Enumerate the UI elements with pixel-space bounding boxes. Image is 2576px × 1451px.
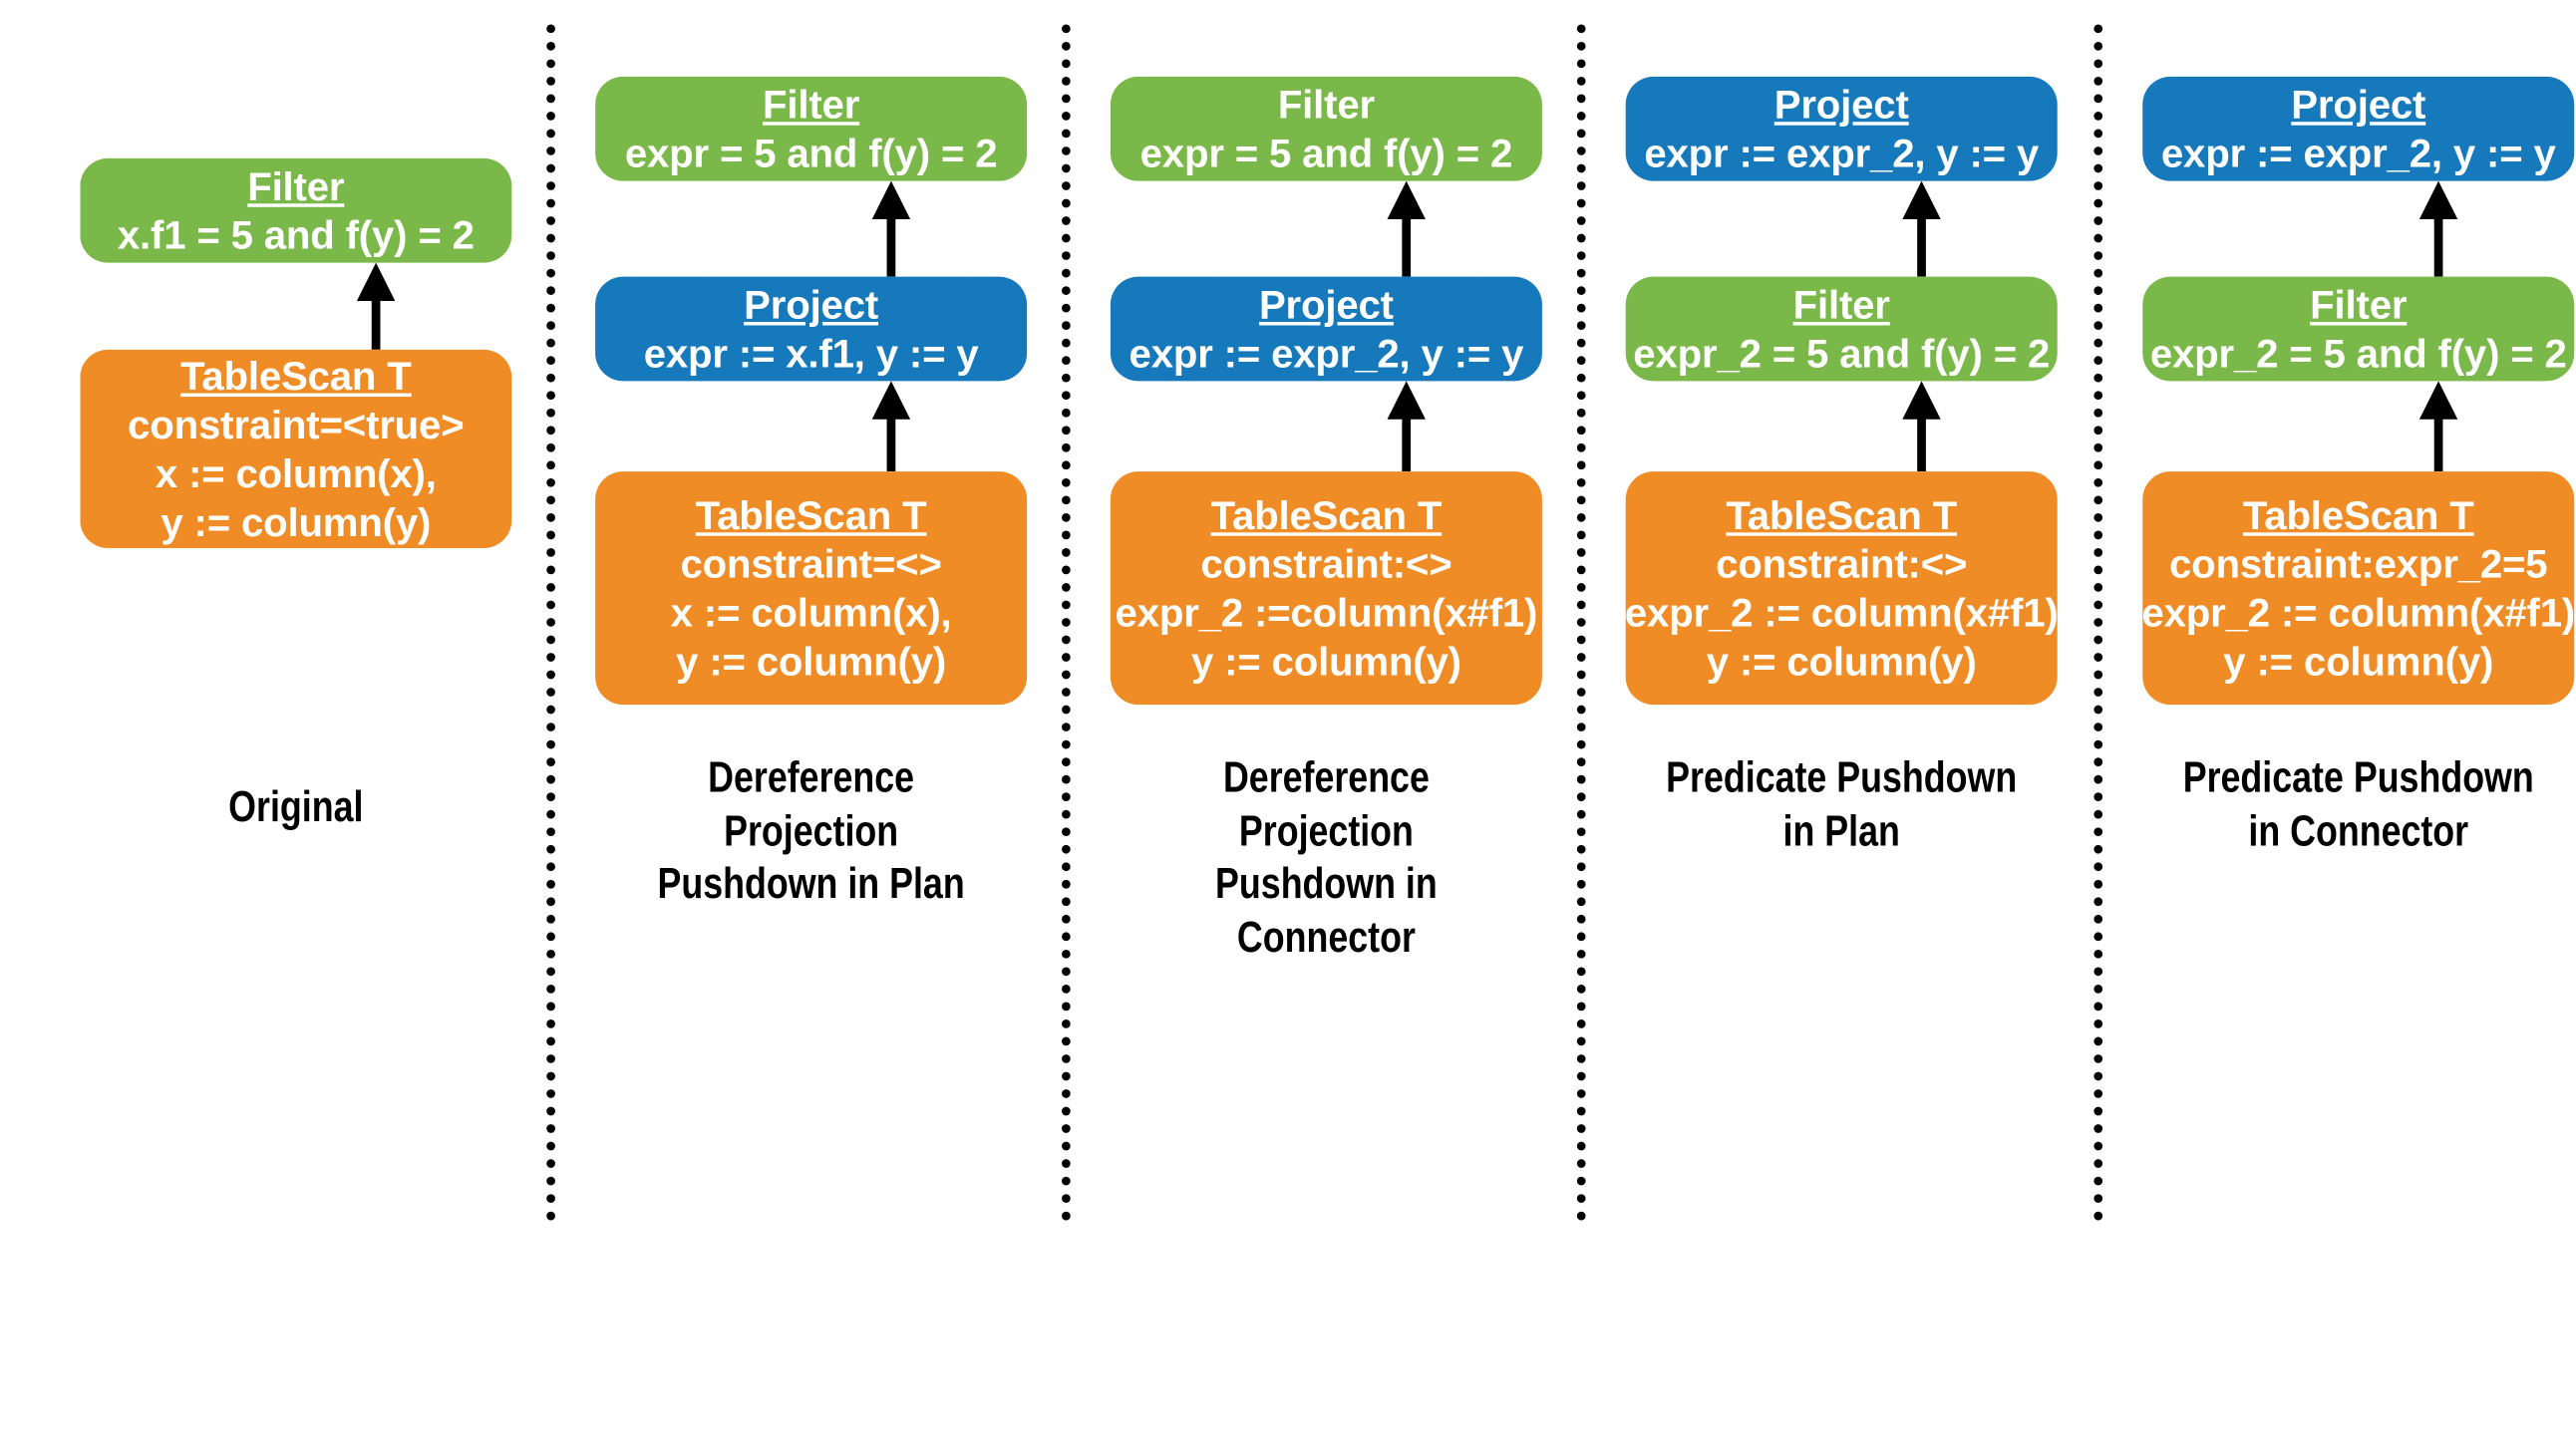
column-caption: Original: [228, 782, 364, 832]
diagram-canvas: Filter x.f1 = 5 and f(y) = 2 TableScan T…: [80, 24, 2575, 1222]
plan-node-project: Project expr := expr_2, y := y: [1110, 276, 1542, 382]
node-title: Project: [2291, 81, 2426, 128]
node-detail-line: constraint=<>: [680, 540, 942, 587]
node-detail-line: constraint:<>: [1200, 540, 1452, 587]
plan-node-tablescan: TableScan T constraint:expr_2=5 expr_2 :…: [2141, 471, 2576, 706]
column-caption: Dereference Projection Pushdown in Plan: [657, 752, 965, 909]
column-divider: [546, 24, 555, 1222]
node-detail-line: y := column(y): [2223, 638, 2494, 685]
node-title: Filter: [2310, 281, 2408, 328]
plan-node-filter: Filter expr_2 = 5 and f(y) = 2: [1625, 276, 2058, 382]
node-detail-line: expr = 5 and f(y) = 2: [1139, 130, 1513, 176]
node-detail-line: constraint:expr_2=5: [2169, 540, 2548, 587]
edge-arrow-tablescan-to-filter: [350, 262, 402, 350]
node-title: TableScan T: [695, 491, 927, 538]
node-detail-line: x.f1 = 5 and f(y) = 2: [117, 212, 475, 258]
plan-node-tablescan: TableScan T constraint=<> x := column(x)…: [595, 471, 1028, 706]
edge-arrow-filter-to-project: [1895, 180, 1947, 277]
node-detail-line: constraint=<true>: [128, 402, 465, 447]
node-detail-line: y := column(y): [161, 499, 432, 545]
node-title: Filter: [1792, 281, 1890, 328]
node-detail-line: expr_2 :=column(x#f1): [1115, 589, 1538, 636]
node-detail-line: x := column(x),: [155, 450, 437, 496]
plan-node-project: Project expr := expr_2, y := y: [2142, 76, 2575, 181]
node-detail-line: expr := expr_2, y := y: [1644, 130, 2040, 176]
node-detail-line: y := column(y): [676, 638, 947, 685]
plan-node-filter: Filter x.f1 = 5 and f(y) = 2: [80, 157, 512, 263]
column-caption: Predicate Pushdown in Connector: [2182, 752, 2534, 856]
plan-node-project: Project expr := expr_2, y := y: [1625, 76, 2058, 181]
node-title: Project: [1773, 81, 1909, 128]
edge-arrow-tablescan-to-filter: [2413, 381, 2464, 472]
node-title: TableScan T: [1210, 491, 1443, 538]
edge-arrow-tablescan-to-project: [1381, 381, 1433, 472]
node-detail-line: expr := expr_2, y := y: [1128, 330, 1524, 377]
node-detail-line: y := column(y): [1190, 638, 1461, 685]
node-title: TableScan T: [179, 353, 412, 399]
plan-node-tablescan: TableScan T constraint:<> expr_2 :=colum…: [1110, 471, 1542, 706]
plan-column-predicate-pushdown-connector: Project expr := expr_2, y := y Filter ex…: [2141, 0, 2576, 1451]
node-title: TableScan T: [1726, 491, 1958, 538]
plan-column-deref-projection-pushdown-connector: Filter expr = 5 and f(y) = 2 Project exp…: [1110, 0, 1542, 1451]
plan-column-deref-projection-pushdown-plan: Filter expr = 5 and f(y) = 2 Project exp…: [595, 0, 1028, 1451]
node-detail-line: expr := x.f1, y := y: [643, 330, 979, 377]
column-divider: [1576, 24, 1586, 1222]
node-detail-line: expr_2 := column(x#f1): [2141, 589, 2576, 636]
plan-node-project: Project expr := x.f1, y := y: [595, 276, 1028, 382]
plan-column-original: Filter x.f1 = 5 and f(y) = 2 TableScan T…: [80, 0, 512, 1451]
node-detail-line: expr := expr_2, y := y: [2160, 130, 2556, 176]
edge-arrow-tablescan-to-project: [865, 381, 917, 472]
edge-arrow-tablescan-to-filter: [1895, 381, 1947, 472]
edge-arrow-project-to-filter: [1381, 180, 1433, 277]
column-divider: [2093, 24, 2103, 1222]
column-caption: Dereference Projection Pushdown in Conne…: [1215, 752, 1438, 962]
plan-node-tablescan: TableScan T constraint=<true> x := colum…: [80, 349, 512, 548]
edge-arrow-filter-to-project: [2413, 180, 2464, 277]
node-detail-line: expr_2 = 5 and f(y) = 2: [1633, 330, 2051, 377]
plan-node-filter: Filter expr = 5 and f(y) = 2: [1110, 76, 1542, 181]
node-detail-line: expr = 5 and f(y) = 2: [624, 130, 998, 176]
column-caption: Predicate Pushdown in Plan: [1666, 752, 2018, 856]
node-title: Project: [1258, 281, 1394, 328]
node-title: Filter: [1277, 81, 1375, 128]
node-detail-line: expr_2 := column(x#f1): [1624, 589, 2059, 636]
node-detail-line: y := column(y): [1706, 638, 1977, 685]
column-divider: [1062, 24, 1071, 1222]
plan-node-tablescan: TableScan T constraint:<> expr_2 := colu…: [1624, 471, 2059, 706]
node-title: Filter: [247, 163, 345, 209]
edge-arrow-project-to-filter: [865, 180, 917, 277]
node-detail-line: expr_2 = 5 and f(y) = 2: [2149, 330, 2567, 377]
node-detail-line: constraint:<>: [1716, 540, 1968, 587]
node-detail-line: x := column(x),: [670, 589, 952, 636]
node-title: TableScan T: [2242, 491, 2474, 538]
plan-node-filter: Filter expr_2 = 5 and f(y) = 2: [2142, 276, 2575, 382]
node-title: Filter: [763, 81, 860, 128]
plan-column-predicate-pushdown-plan: Project expr := expr_2, y := y Filter ex…: [1624, 0, 2059, 1451]
plan-node-filter: Filter expr = 5 and f(y) = 2: [595, 76, 1028, 181]
node-title: Project: [744, 281, 879, 328]
